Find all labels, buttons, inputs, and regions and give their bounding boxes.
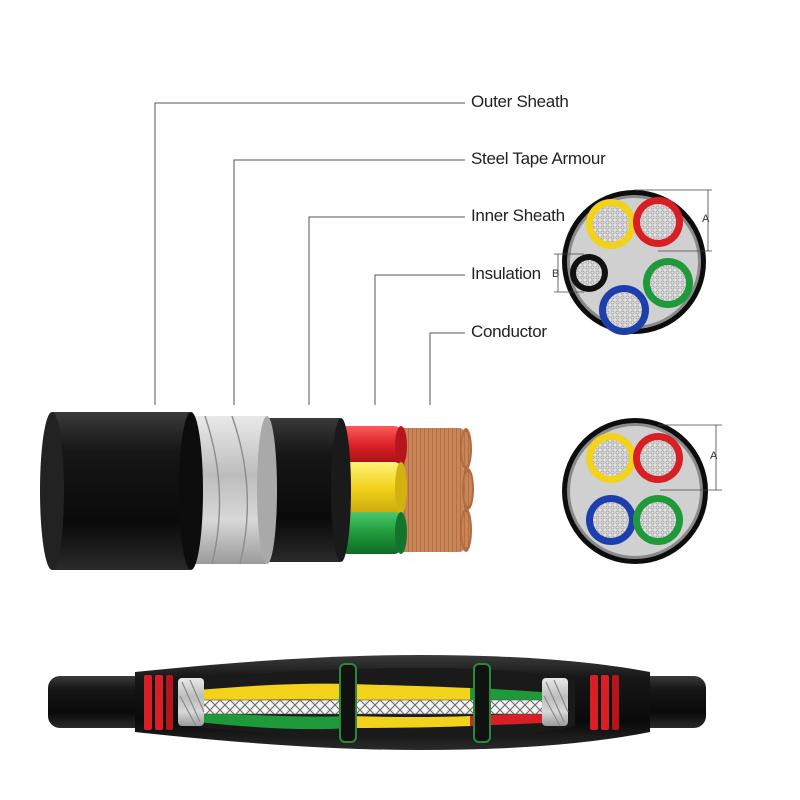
copper-conductors bbox=[395, 428, 474, 552]
inner-sheath bbox=[262, 418, 351, 562]
sealing-rings-left bbox=[144, 675, 173, 730]
dimension-b-5-core: B bbox=[552, 268, 559, 280]
leader-conductor bbox=[429, 332, 465, 405]
cross-section-5-core bbox=[562, 190, 706, 335]
cable-joint bbox=[48, 655, 706, 750]
braid-mesh bbox=[199, 699, 561, 715]
sealing-rings-right bbox=[590, 675, 619, 730]
leader-insulation bbox=[374, 274, 465, 405]
dimension-marks-5-core bbox=[554, 189, 712, 293]
leader-outer-sheath bbox=[154, 102, 465, 405]
outer-sheath bbox=[40, 412, 203, 570]
leader-lines bbox=[154, 102, 465, 405]
label-outer-sheath: Outer Sheath bbox=[471, 92, 569, 111]
dimension-marks-4-core bbox=[658, 424, 722, 491]
steel-tape-armour bbox=[188, 415, 277, 565]
cross-section-4-core bbox=[562, 418, 708, 564]
cable-cutaway bbox=[40, 412, 474, 570]
dimension-a-4-core: A bbox=[710, 450, 718, 462]
insulated-cores bbox=[334, 426, 407, 554]
leader-inner-sheath bbox=[308, 216, 465, 405]
leader-steel-tape-armour bbox=[233, 159, 465, 405]
label-conductor: Conductor bbox=[471, 322, 547, 341]
label-inner-sheath: Inner Sheath bbox=[471, 206, 565, 225]
label-insulation: Insulation bbox=[471, 264, 541, 283]
dimension-a-5-core: A bbox=[702, 213, 710, 225]
label-steel-tape-armour: Steel Tape Armour bbox=[471, 149, 606, 168]
